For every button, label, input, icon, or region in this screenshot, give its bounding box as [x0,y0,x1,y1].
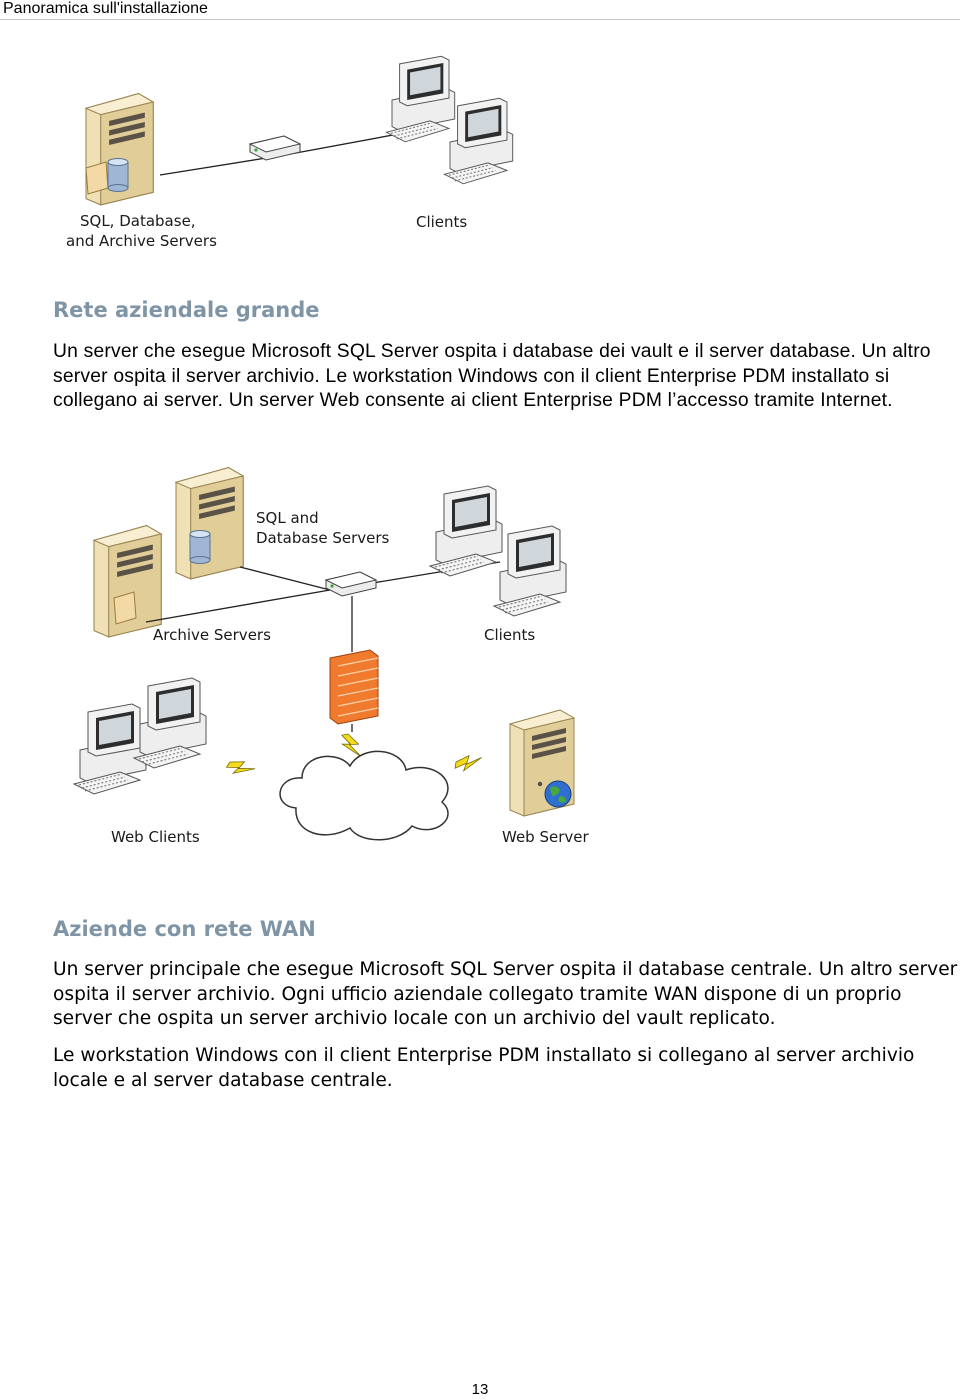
label-clients: Clients [484,626,535,644]
network-switch-icon [324,571,378,597]
workstation-icon [492,525,567,617]
wan-link-icon [341,733,362,757]
database-icon [107,158,129,192]
archive-folder-icon [113,591,137,625]
label-web-server: Web Server [502,828,589,846]
paragraph-wan-1: Un server principale che esegue Microsof… [53,959,958,1030]
label-clients: Clients [416,213,467,231]
network-cable [239,566,331,591]
label-web-clients: Web Clients [111,828,200,846]
firewall-icon [329,649,379,725]
archive-folder-icon [85,161,109,195]
network-switch-icon [248,135,302,161]
wan-link-icon [454,754,482,772]
section-heading-rete-aziendale-grande: Rete aziendale grande [53,298,320,322]
workstation-icon [442,97,514,185]
globe-icon [544,780,572,808]
wan-link-icon [225,761,256,774]
paragraph-wan-2: Le workstation Windows con il client Ent… [53,1045,915,1091]
network-cable [145,589,331,623]
workstation-icon [132,677,207,769]
running-header-title: Panoramica sull'installazione [3,0,208,17]
running-header: Panoramica sull'installazione [0,0,960,20]
workstation-icon [72,703,147,795]
label-sql-database-archive-servers: SQL, Database,and Archive Servers [66,212,217,250]
workstation-icon [428,485,503,577]
network-diagram-small: SQL, Database,and Archive Servers Client… [60,40,530,255]
paragraph-rete-aziendale-grande: Un server che esegue Microsoft SQL Serve… [53,341,931,412]
section-heading-aziende-rete-wan: Aziende con rete WAN [53,917,316,941]
workstation-icon [384,55,456,143]
internet-cloud-icon [279,750,449,841]
page-number: 13 [471,1381,489,1398]
server-tower-icon [92,525,163,638]
server-tower-icon [174,467,245,580]
database-icon [189,530,211,564]
label-archive-servers: Archive Servers [153,626,271,644]
